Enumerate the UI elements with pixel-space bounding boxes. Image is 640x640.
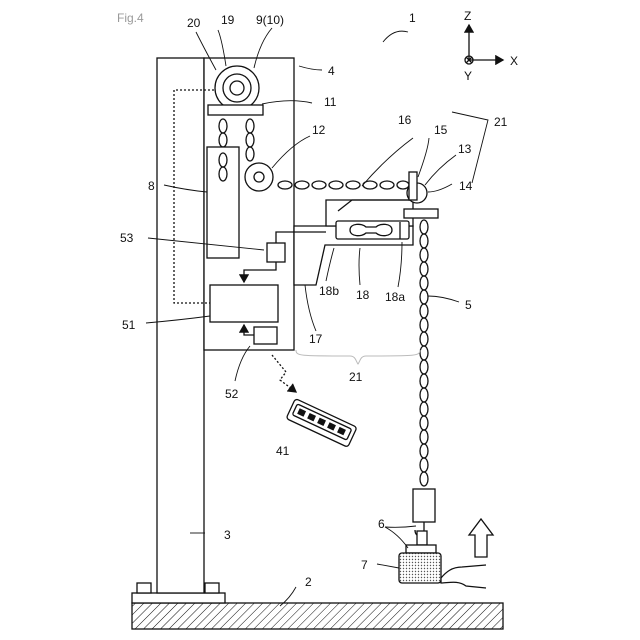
chain-guide-roller xyxy=(404,172,438,218)
hook-eye xyxy=(417,531,427,545)
wireless-link xyxy=(272,355,296,392)
chain-guide-beam xyxy=(208,105,263,115)
ref-18: 18 xyxy=(356,288,370,302)
receiver-box xyxy=(254,327,277,344)
ref-2: 2 xyxy=(305,575,312,589)
ref-19: 19 xyxy=(221,13,235,27)
figure-label: Fig.4 xyxy=(117,11,144,25)
ref-4: 4 xyxy=(328,64,335,78)
axis-y-label: Y xyxy=(464,69,472,83)
ref-21-top: 21 xyxy=(494,115,508,129)
ref-13: 13 xyxy=(458,142,472,156)
ref-18a: 18a xyxy=(385,290,405,304)
operator-hand xyxy=(441,565,486,588)
ref-3: 3 xyxy=(224,528,231,542)
ref-52: 52 xyxy=(225,387,239,401)
ref-8: 8 xyxy=(148,179,155,193)
idler-pulley xyxy=(245,163,273,191)
ref-53: 53 xyxy=(120,231,134,245)
axis-z-label: Z xyxy=(464,9,471,23)
load-cell xyxy=(336,221,409,239)
load-detector-box xyxy=(267,243,285,262)
chain-vertical xyxy=(420,220,428,486)
remote-controller xyxy=(286,399,357,448)
ref-21-bottom: 21 xyxy=(349,370,363,384)
hook-block xyxy=(413,489,435,522)
ref-7: 7 xyxy=(361,558,368,572)
ref-18b: 18b xyxy=(319,284,339,298)
ref-41: 41 xyxy=(276,444,290,458)
ref-15: 15 xyxy=(434,123,448,137)
ref-51: 51 xyxy=(122,318,136,332)
axis-x-label: X xyxy=(510,54,518,68)
ref-1: 1 xyxy=(409,11,416,25)
ref-5: 5 xyxy=(465,298,472,312)
controller-box xyxy=(210,285,278,322)
ref-20: 20 xyxy=(187,16,201,30)
chain-horizontal xyxy=(278,181,409,189)
axis-triad: Z X Y xyxy=(464,9,518,83)
load xyxy=(399,545,441,583)
chain-container xyxy=(207,147,239,258)
dimension-brace xyxy=(296,350,420,364)
ref-9-10: 9(10) xyxy=(256,13,284,27)
lift-direction-arrow xyxy=(469,519,493,557)
column xyxy=(157,58,204,593)
ref-16: 16 xyxy=(398,113,412,127)
ref-6: 6 xyxy=(378,517,385,531)
load-sprocket xyxy=(215,66,259,110)
ref-12: 12 xyxy=(312,123,326,137)
ref-17: 17 xyxy=(309,332,323,346)
ref-11: 11 xyxy=(324,95,337,109)
ref-14: 14 xyxy=(459,179,473,193)
